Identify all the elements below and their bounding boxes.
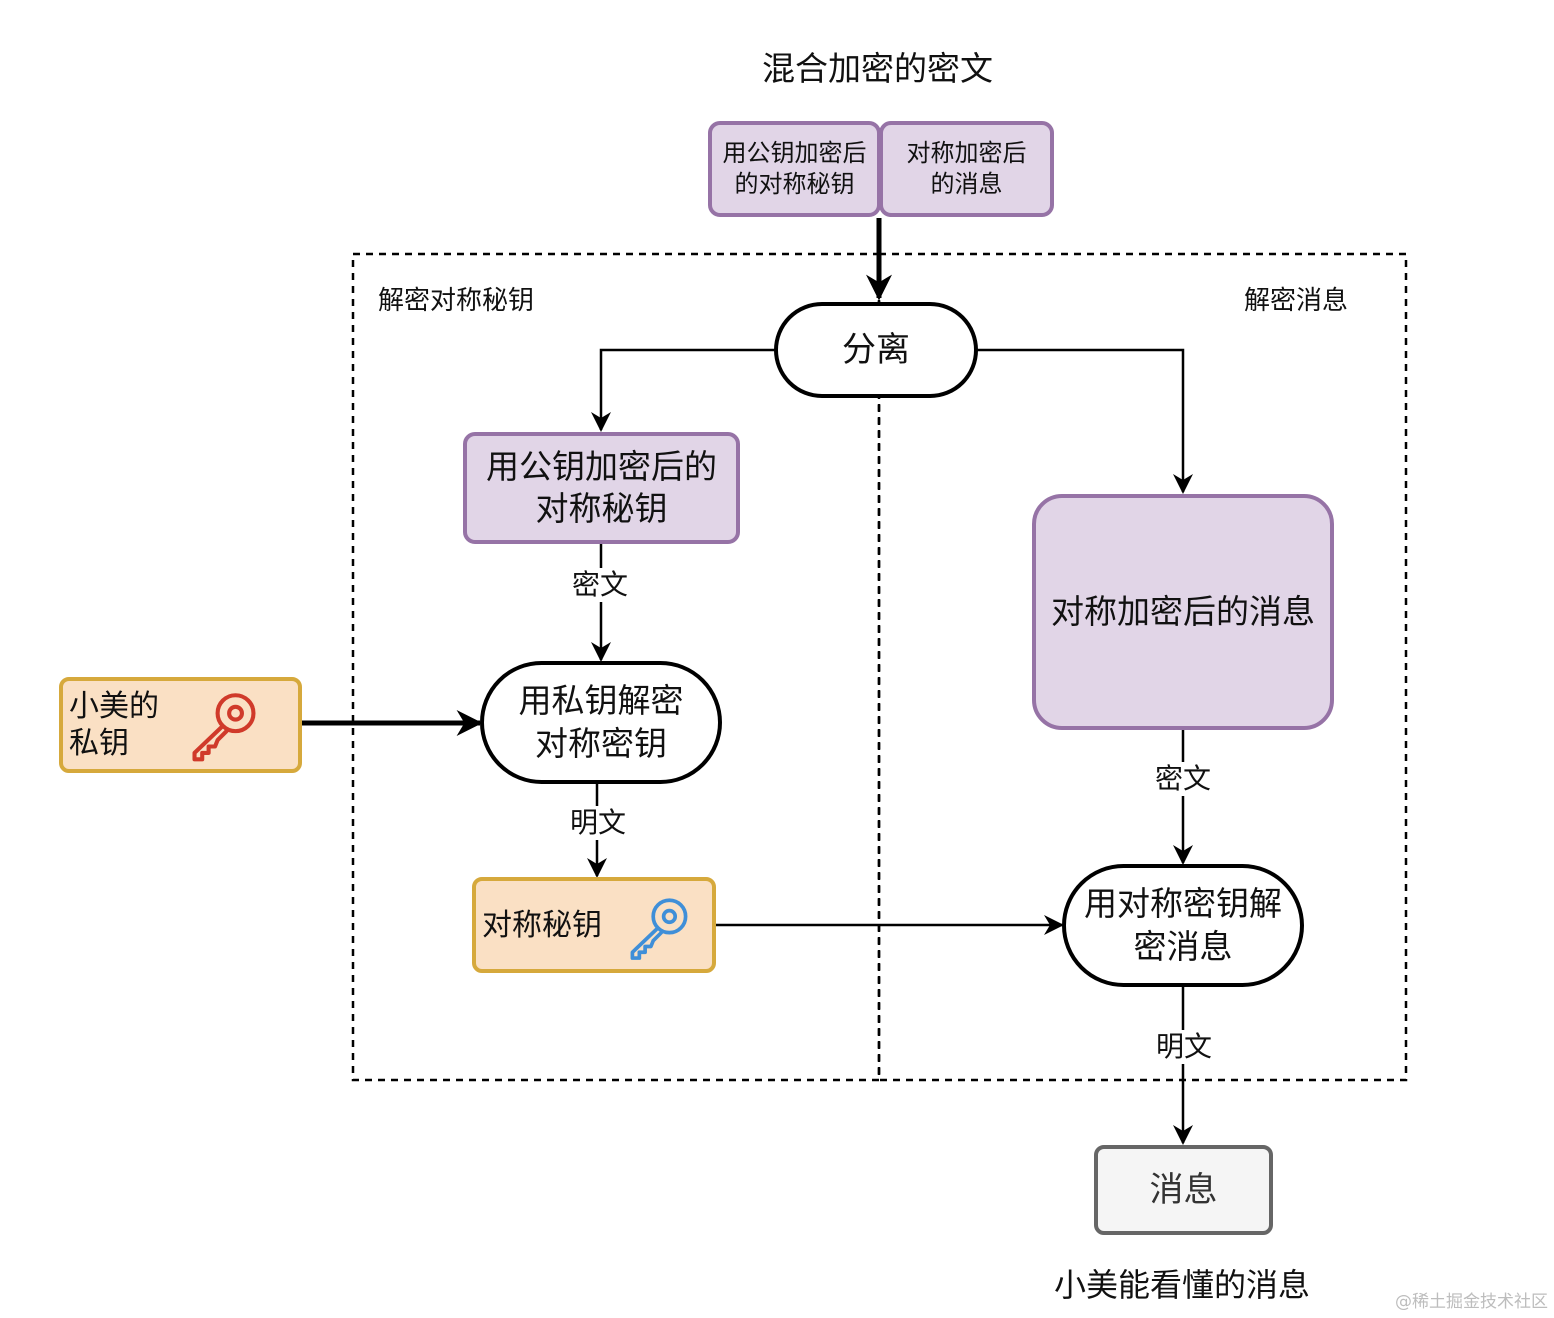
message-node: 消息 — [1094, 1145, 1273, 1235]
edge-split-to-encrypted-key — [591, 348, 776, 432]
encrypted-message-node-label: 对称加密后的消息 — [1051, 591, 1315, 631]
edge-label-plaintext-right: 明文 — [1153, 1030, 1215, 1064]
key-icon — [630, 898, 688, 960]
split-node-label: 分离 — [842, 329, 910, 370]
watermark: @稀土掘金技术社区 — [1395, 1292, 1548, 1312]
edge-label-ciphertext-left: 密文 — [569, 568, 631, 602]
decrypt-key-node-label: 用私钥解密 对称密钥 — [518, 681, 684, 763]
region-label-decrypt-key: 解密对称秘钥 — [378, 286, 535, 316]
encrypted-message-node: 对称加密后的消息 — [1032, 494, 1334, 730]
encrypted-key-node: 用公钥加密后的 对称秘钥 — [463, 432, 740, 544]
cipher-part-encrypted-message: 对称加密后 的消息 — [879, 121, 1054, 217]
message-node-label: 消息 — [1149, 1169, 1218, 1210]
cipher-part-encrypted-key: 用公钥加密后 的对称秘钥 — [708, 121, 881, 217]
key-icon — [192, 693, 256, 762]
decrypt-message-node: 用对称密钥解 密消息 — [1062, 864, 1304, 987]
private-key-node: 小美的 私钥 — [59, 677, 302, 773]
edge-label-plaintext-left: 明文 — [567, 806, 629, 840]
diagram-title: 混合加密的密文 — [762, 49, 993, 88]
private-key-node-label: 小美的 私钥 — [69, 688, 159, 762]
split-node: 分离 — [774, 302, 978, 398]
decrypt-key-node: 用私钥解密 对称密钥 — [480, 661, 722, 784]
cipher-part-encrypted-message-label: 对称加密后 的消息 — [906, 138, 1027, 198]
decrypt-message-node-label: 用对称密钥解 密消息 — [1084, 884, 1282, 966]
edge-label-ciphertext-right: 密文 — [1152, 762, 1214, 796]
symmetric-key-node-label: 对称秘钥 — [482, 908, 602, 943]
region-decrypt-message — [877, 252, 1408, 1082]
edge-split-to-encrypted-message — [977, 348, 1193, 494]
result-caption: 小美能看懂的消息 — [1054, 1266, 1311, 1304]
region-label-decrypt-message: 解密消息 — [1244, 286, 1349, 316]
cipher-part-encrypted-key-label: 用公钥加密后 的对称秘钥 — [722, 138, 867, 198]
symmetric-key-node: 对称秘钥 — [472, 877, 716, 973]
encrypted-key-node-label: 用公钥加密后的 对称秘钥 — [486, 446, 717, 528]
